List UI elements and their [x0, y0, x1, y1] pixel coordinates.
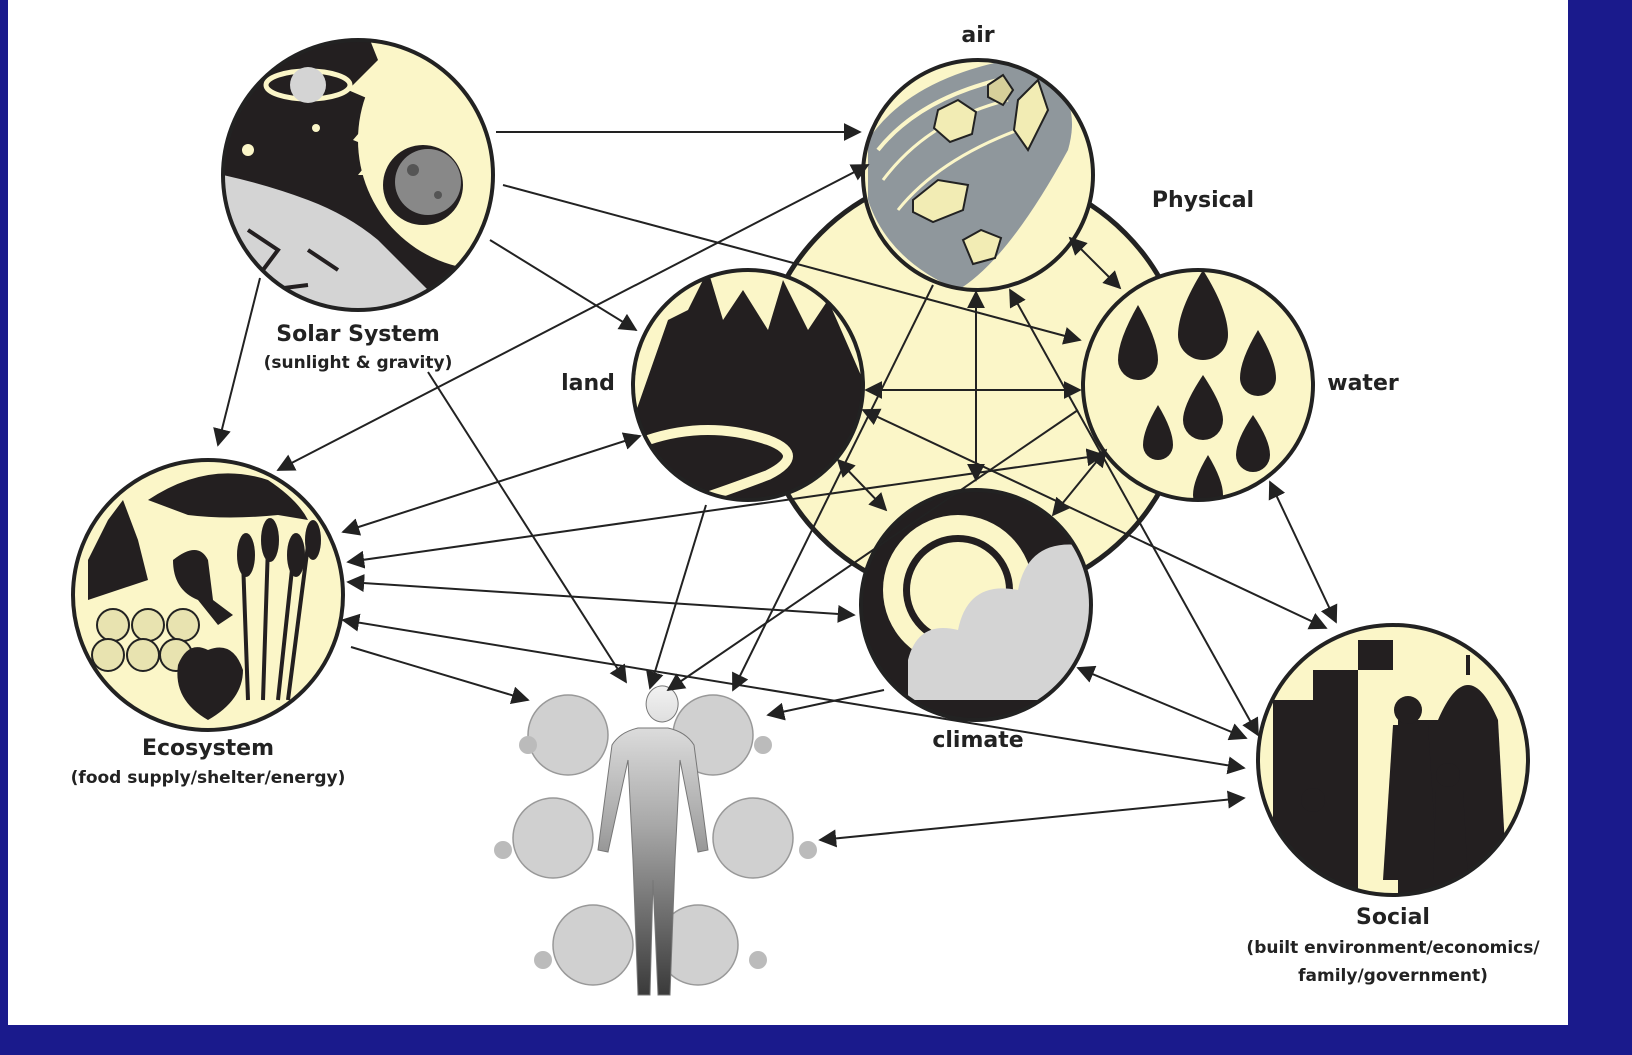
air-label: air — [938, 23, 1018, 48]
forest-river-icon — [633, 270, 863, 500]
climate-label: climate — [918, 728, 1038, 753]
arrow-social-human — [820, 798, 1244, 840]
arrow-solar-land — [490, 240, 636, 330]
city-family-icon — [1258, 625, 1528, 900]
water-label: water — [1308, 371, 1418, 396]
ecosystem-title: Ecosystem — [108, 736, 308, 761]
arrow-eco-social — [343, 620, 1244, 768]
diagram-frame: Solar System (sunlight & gravity) air Ph… — [8, 0, 1568, 1025]
arrow-climate-social — [1078, 668, 1246, 738]
solar-system-title: Solar System — [258, 322, 458, 347]
ecosystem-subtitle: (food supply/shelter/energy) — [48, 768, 368, 788]
social-subtitle-line1: (built environment/economics/ — [1218, 938, 1568, 958]
solar-system-icon — [223, 10, 618, 310]
arrow-climate-human — [768, 690, 884, 715]
food-shelter-icon — [73, 460, 343, 730]
arrow-eco-human — [351, 647, 528, 700]
arrow-land-eco — [343, 436, 640, 532]
physical-label: Physical — [1128, 188, 1278, 213]
social-subtitle-line2: family/government) — [1258, 966, 1528, 986]
arrow-land-human — [650, 505, 706, 688]
land-label: land — [548, 371, 628, 396]
arrow-water-social — [1270, 482, 1336, 622]
ecosystem-diagram — [8, 0, 1568, 1025]
leaves-wind-icon — [863, 60, 1093, 290]
solar-system-subtitle: (sunlight & gravity) — [238, 353, 478, 373]
social-title: Social — [1328, 905, 1458, 930]
human-body-icon — [494, 686, 817, 995]
